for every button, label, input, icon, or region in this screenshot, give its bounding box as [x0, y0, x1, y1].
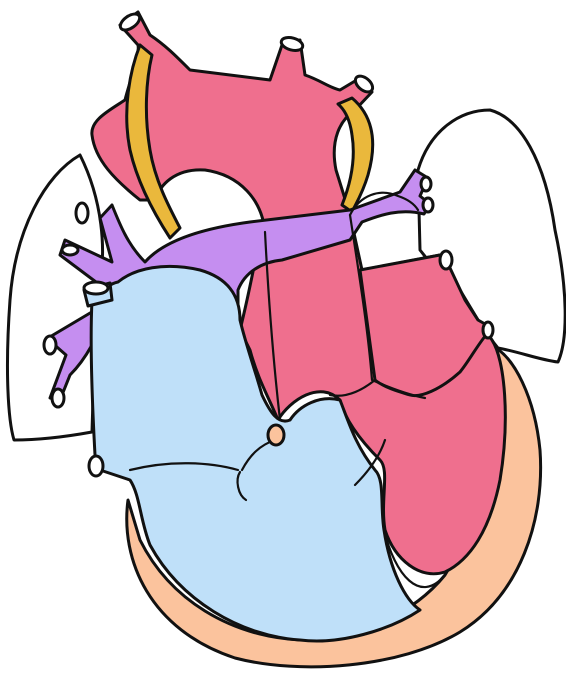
- pa-stub-e: [421, 177, 431, 191]
- valve-node: [268, 425, 284, 445]
- vena-cava-cap: [84, 282, 108, 294]
- pa-stub-d: [52, 389, 64, 407]
- pv-stub-2: [483, 322, 493, 338]
- pa-stub-b: [62, 245, 78, 255]
- pa-stub-c: [44, 336, 56, 354]
- pa-stub-f: [423, 198, 433, 212]
- pv-stub-1: [440, 251, 452, 269]
- ivc-cap: [89, 456, 103, 476]
- pa-stub-a: [76, 203, 88, 223]
